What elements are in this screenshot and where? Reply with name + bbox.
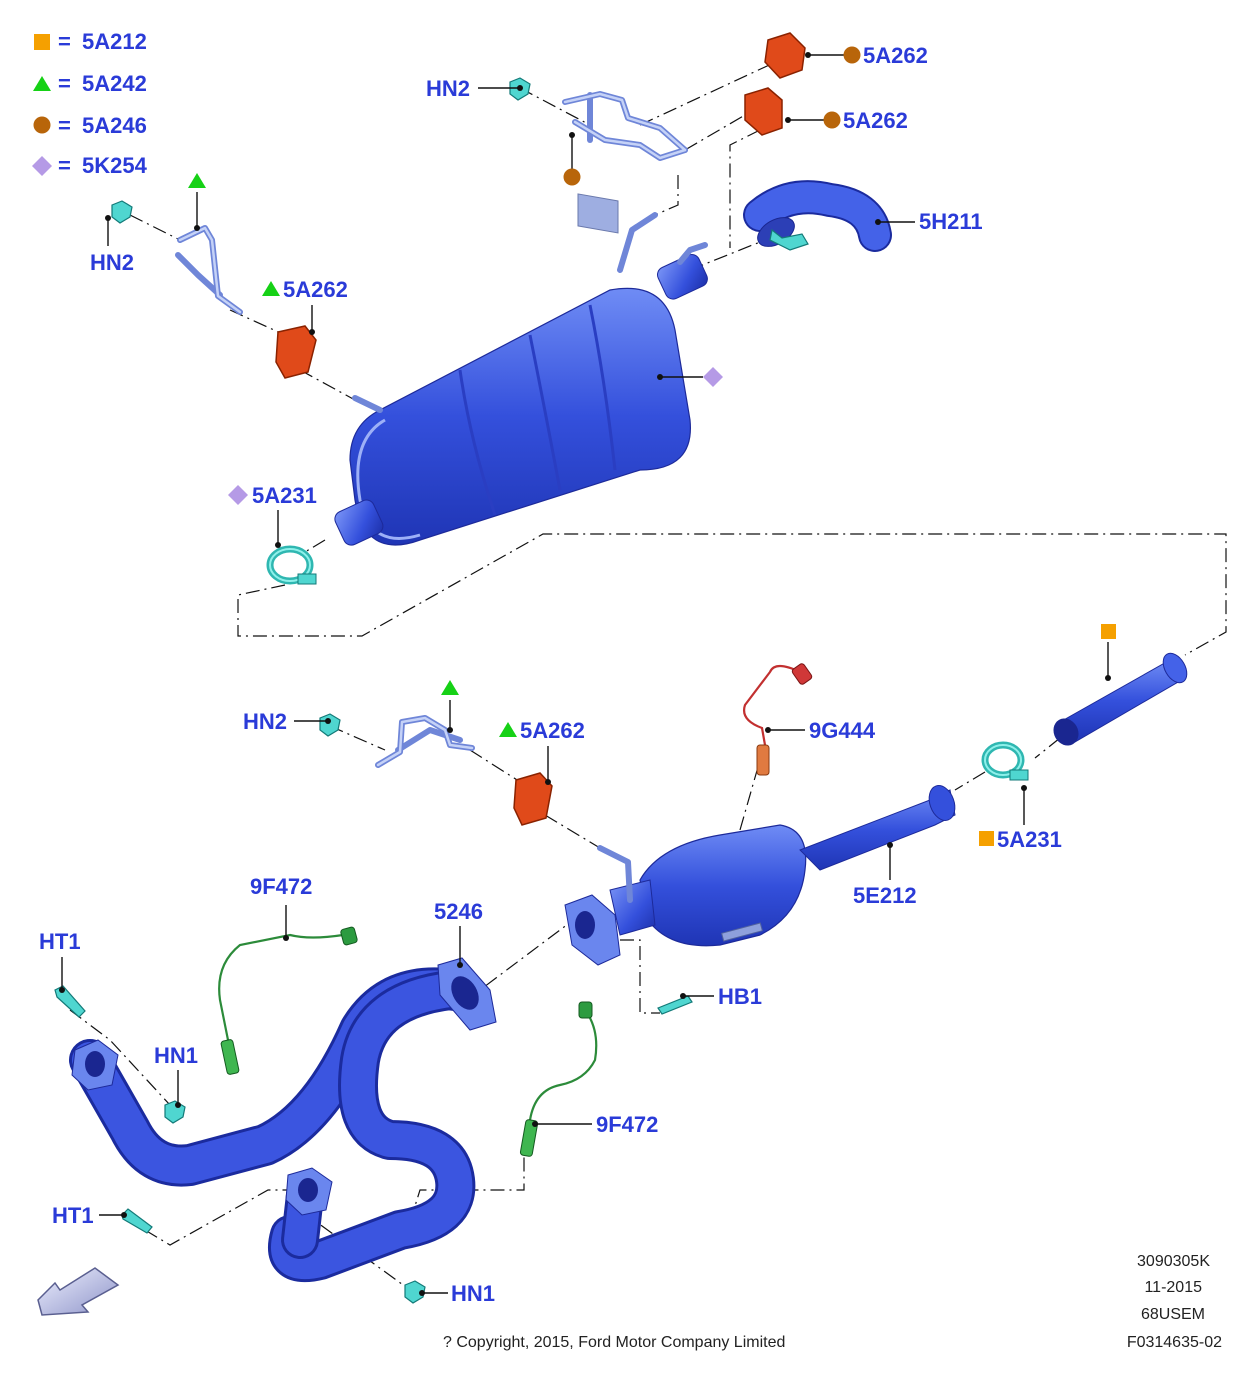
label-5a262-left: 5A262 — [283, 277, 348, 302]
hn1-bottom-nut — [404, 1280, 426, 1304]
clamp-5a231-top — [266, 545, 317, 585]
label-ht1-bottom: HT1 — [52, 1203, 94, 1228]
label-hb1: HB1 — [718, 984, 762, 1009]
legend-eq-2: = — [58, 71, 71, 96]
diamond-lilac-icon — [32, 156, 52, 176]
diamond-lilac-icon — [228, 485, 248, 505]
circle-brown-icon — [823, 111, 841, 129]
tail-pipe-5h211 — [745, 182, 890, 250]
legend-eq-4: = — [58, 153, 71, 178]
sensor-9f472-right — [519, 1001, 598, 1157]
diagram-date: 11-2015 — [1144, 1279, 1202, 1296]
square-orange-icon — [979, 831, 994, 846]
square-orange-icon — [34, 34, 50, 50]
label-5a231-top: 5A231 — [252, 483, 317, 508]
legend-code-4: 5K254 — [82, 153, 148, 178]
triangle-green-icon — [33, 76, 51, 91]
triangle-green-icon — [441, 680, 459, 695]
label-hn2-top: HN2 — [426, 76, 470, 101]
tail-pipe-clamp — [769, 228, 809, 251]
triangle-green-icon — [188, 173, 206, 188]
sensor-9f472-left — [218, 926, 358, 1075]
left-hanger-bracket — [175, 225, 243, 315]
assembly-lines — [69, 59, 1227, 1291]
middle-hanger-bracket — [375, 715, 475, 768]
legend-eq-3: = — [58, 113, 71, 138]
isolator-top-2 — [744, 87, 783, 136]
diagram-model: 68USEM — [1141, 1306, 1205, 1323]
front-pipe-assembly-5246 — [69, 957, 497, 1283]
rear-muffler — [334, 212, 708, 546]
sensor-9g444 — [743, 663, 813, 776]
hn1-top-nut — [164, 1100, 186, 1124]
label-9g444: 9G444 — [809, 718, 876, 743]
legend: = 5A212 = 5A242 = 5A246 = 5K254 — [32, 29, 148, 178]
square-orange-icon — [1101, 624, 1116, 639]
circle-brown-icon — [843, 46, 861, 64]
leaders — [59, 52, 1111, 1296]
hn2-left-clip — [111, 200, 133, 224]
triangle-green-icon — [499, 722, 517, 737]
front-direction-arrow-icon — [37, 1267, 120, 1316]
label-5a262-top2: 5A262 — [843, 108, 908, 133]
clamp-5a231-right — [981, 741, 1029, 781]
ht1-bottom-stud — [121, 1208, 153, 1234]
label-hn2-left: HN2 — [90, 250, 134, 275]
isolator-middle — [513, 772, 553, 826]
diagram-code: 3090305K — [1137, 1253, 1210, 1270]
label-9f472-right: 9F472 — [596, 1112, 658, 1137]
top-hanger-bracket — [562, 91, 688, 234]
legend-eq-1: = — [58, 29, 71, 54]
front-pipe-5a212 — [1053, 652, 1188, 746]
label-hn1-bottom: HN1 — [451, 1281, 495, 1306]
label-5h211: 5H211 — [919, 209, 983, 234]
hn2-middle-clip — [319, 713, 341, 737]
diamond-lilac-icon — [703, 367, 723, 387]
copyright-notice: ? Copyright, 2015, Ford Motor Company Li… — [443, 1334, 785, 1351]
isolator-top-1 — [764, 32, 806, 79]
legend-code-2: 5A242 — [82, 71, 147, 96]
catalytic-converter — [564, 785, 956, 966]
legend-code-3: 5A246 — [82, 113, 147, 138]
legend-code-1: 5A212 — [82, 29, 147, 54]
label-5a231-right: 5A231 — [997, 827, 1062, 852]
circle-brown-icon — [33, 116, 51, 134]
label-5e212: 5E212 — [853, 883, 917, 908]
label-5246: 5246 — [434, 899, 483, 924]
label-hn2-mid: HN2 — [243, 709, 287, 734]
label-5a262-mid: 5A262 — [520, 718, 585, 743]
label-9f472-left: 9F472 — [250, 874, 312, 899]
triangle-green-icon — [262, 281, 280, 296]
hb1-bolt — [657, 995, 693, 1015]
circle-brown-icon — [563, 168, 581, 186]
label-hn1-top: HN1 — [154, 1043, 198, 1068]
isolator-left — [275, 325, 317, 379]
label-5a262-top1: 5A262 — [863, 43, 928, 68]
label-ht1-top: HT1 — [39, 929, 81, 954]
diagram-ref: F0314635-02 — [1127, 1334, 1222, 1351]
